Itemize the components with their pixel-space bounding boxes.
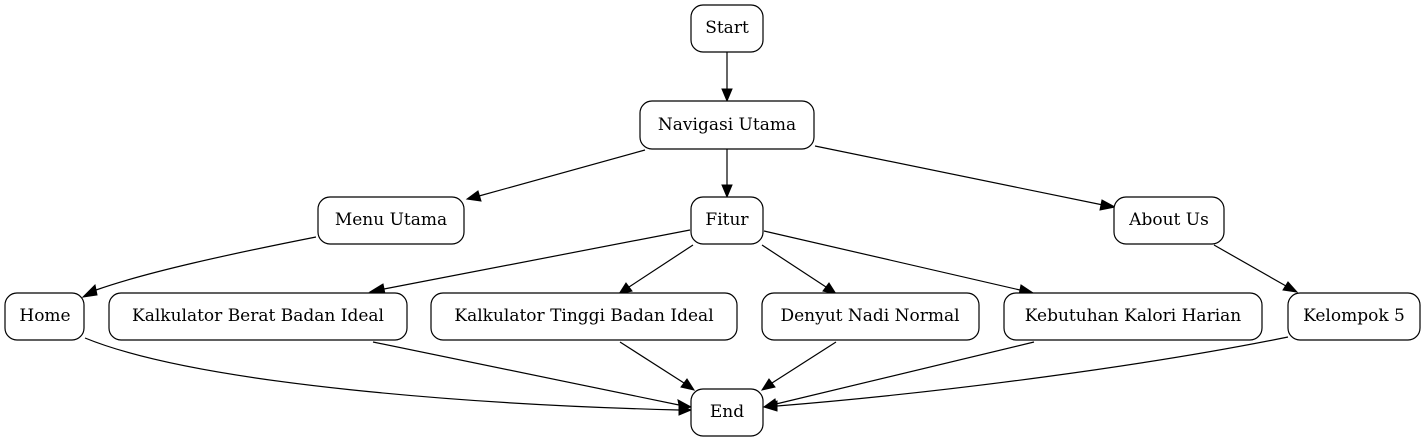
node-end-label: End (710, 402, 744, 422)
node-about-us: About Us (1113, 196, 1225, 245)
node-start-label: Start (705, 18, 749, 38)
edge-fitur-to-kalkulator-berat-badan-ideal (368, 229, 691, 295)
edge-fitur-to-denyut-nadi-normal (761, 244, 838, 295)
edge-fitur-to-kalkulator-tinggi-badan-ideal (617, 244, 694, 295)
node-kalkulator-tinggi-badan-ideal: Kalkulator Tinggi Badan Ideal (430, 292, 738, 341)
edge-kalkulator-tinggi-badan-ideal-to-end (619, 341, 696, 391)
node-kebutuhan-kalori-harian: Kebutuhan Kalori Harian (1003, 292, 1263, 341)
node-start: Start (690, 4, 764, 53)
node-kalkulator-tinggi-badan-ideal-label: Kalkulator Tinggi Badan Ideal (454, 306, 713, 326)
node-menu-utama-label: Menu Utama (335, 210, 447, 230)
node-navigasi-utama-label: Navigasi Utama (658, 115, 796, 135)
node-denyut-nadi-normal-label: Denyut Nadi Normal (780, 306, 959, 326)
edge-home-to-end (84, 337, 693, 416)
node-kelompok-5: Kelompok 5 (1287, 292, 1421, 341)
node-navigasi-utama: Navigasi Utama (639, 100, 815, 150)
edge-navigasi-utama-to-fitur (721, 149, 733, 199)
node-fitur: Fitur (690, 196, 764, 245)
edge-kalkulator-berat-badan-ideal-to-end (372, 341, 693, 411)
node-kebutuhan-kalori-harian-label: Kebutuhan Kalori Harian (1025, 306, 1241, 326)
edge-about-us-to-kelompok-5 (1213, 244, 1299, 293)
edge-denyut-nadi-normal-to-end (760, 341, 837, 391)
edge-navigasi-utama-to-menu-utama (465, 149, 646, 202)
node-denyut-nadi-normal: Denyut Nadi Normal (761, 292, 980, 341)
edge-start-to-navigasi-utama (721, 52, 733, 103)
node-menu-utama: Menu Utama (317, 196, 465, 245)
edge-kelompok-5-to-end (762, 336, 1289, 412)
node-home: Home (4, 292, 85, 341)
node-kelompok-5-label: Kelompok 5 (1303, 306, 1405, 326)
edge-navigasi-utama-to-about-us (814, 145, 1117, 211)
edge-kebutuhan-kalori-harian-to-end (762, 341, 1035, 410)
node-about-us-label: About Us (1128, 210, 1209, 230)
node-home-label: Home (19, 306, 70, 326)
edge-fitur-to-kebutuhan-kalori-harian (763, 230, 1035, 296)
edge-menu-utama-to-home (81, 236, 317, 298)
node-kalkulator-berat-badan-ideal-label: Kalkulator Berat Badan Ideal (132, 306, 384, 326)
node-fitur-label: Fitur (705, 210, 749, 230)
node-kalkulator-berat-badan-ideal: Kalkulator Berat Badan Ideal (108, 292, 408, 341)
node-end: End (690, 388, 764, 437)
